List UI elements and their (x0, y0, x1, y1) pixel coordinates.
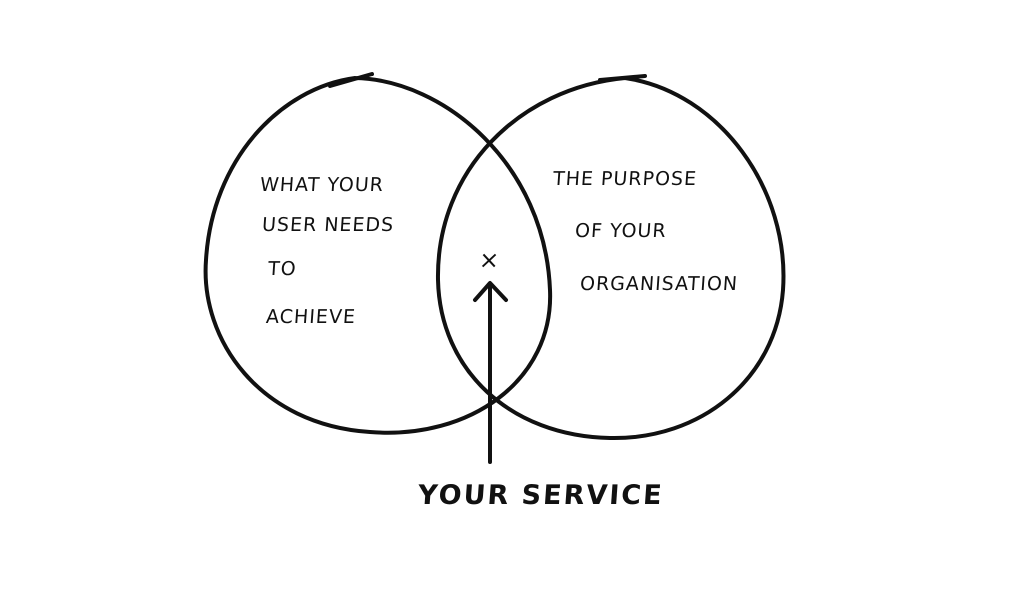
intersection-x-mark: × (478, 246, 502, 274)
right-circle (435, 76, 786, 441)
right-circle-overshoot (598, 74, 647, 82)
left-circle-overshoot (328, 72, 374, 88)
arrow-head (473, 281, 508, 302)
left-label-line-3: TO (267, 258, 298, 280)
right-label-line-2: OF YOUR (574, 220, 668, 242)
right-label-line-1: THE PURPOSE (552, 168, 698, 190)
left-label-line-1: WHAT YOUR (259, 174, 385, 196)
right-label-line-3: ORGANISATION (579, 273, 739, 295)
your-service-label: YOUR SERVICE (416, 480, 665, 511)
left-circle (203, 76, 553, 435)
left-label-line-4: ACHIEVE (265, 306, 357, 328)
left-label-line-2: USER NEEDS (261, 214, 395, 236)
